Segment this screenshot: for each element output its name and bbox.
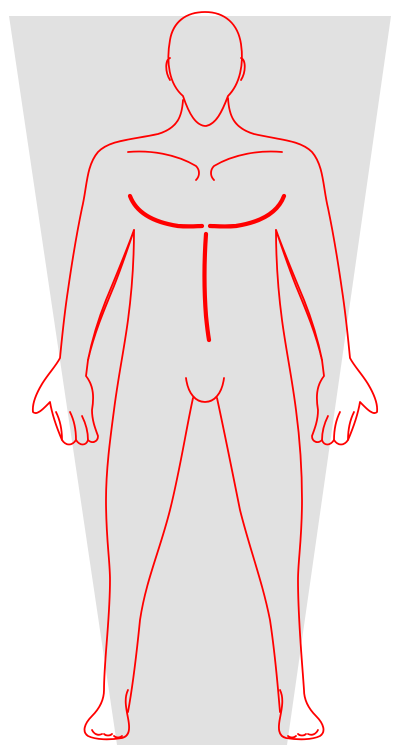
- backdrop-trapezoid: [9, 16, 391, 745]
- right-toes: [288, 730, 318, 738]
